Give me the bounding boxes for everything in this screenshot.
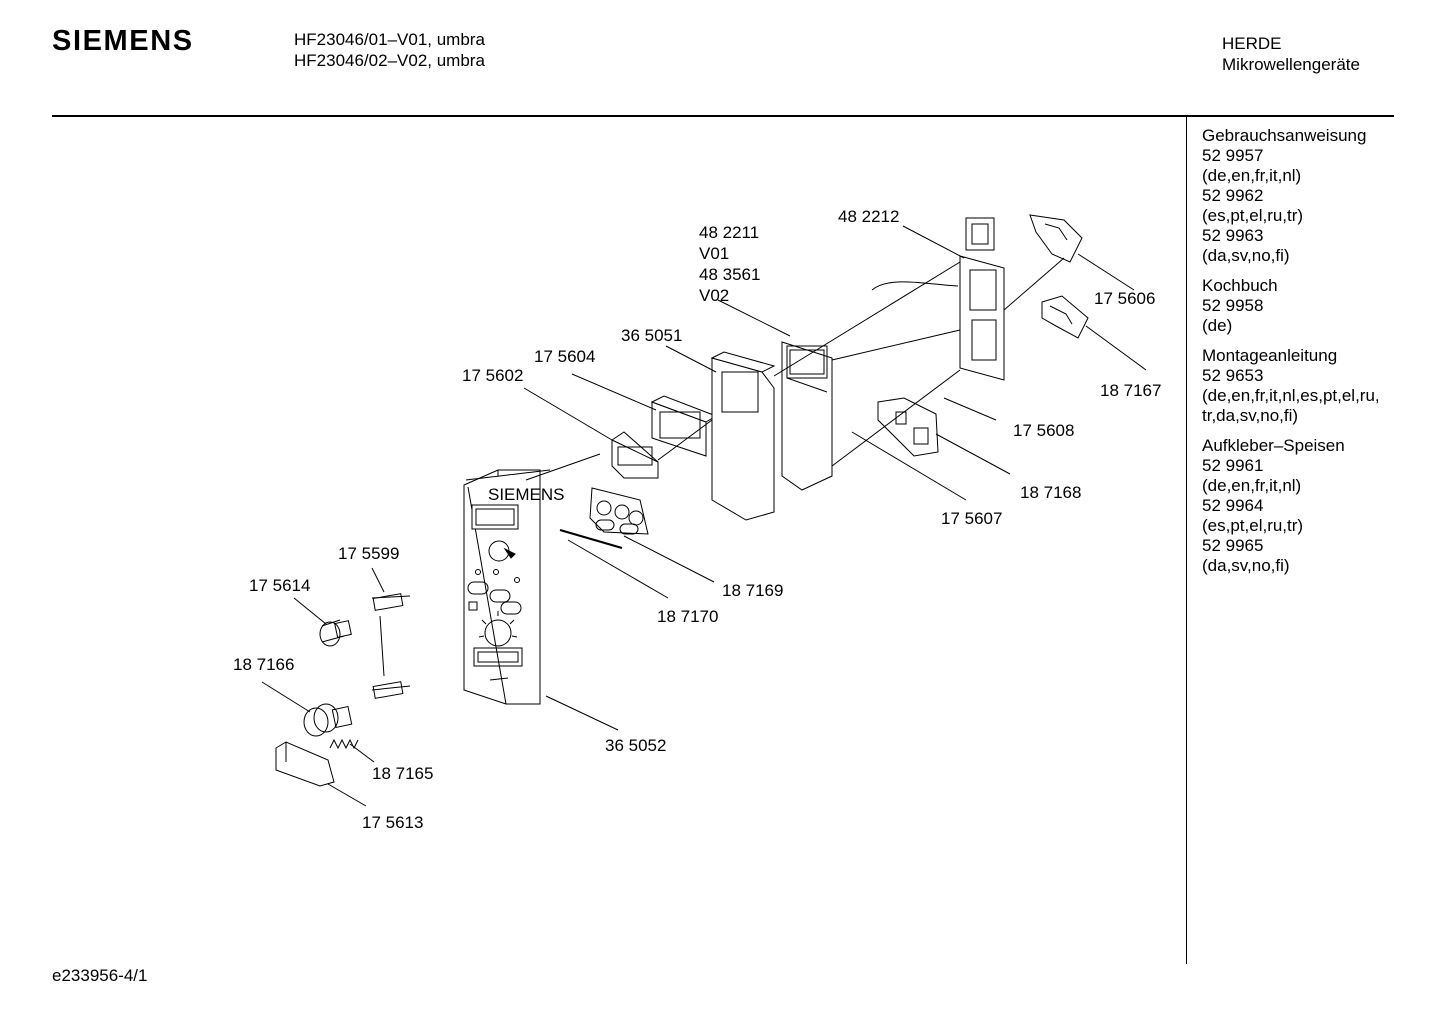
doc-line: 52 9653 <box>1202 366 1264 385</box>
label-18-7169: 18 7169 <box>722 581 783 600</box>
category-line-2: Mikrowellengeräte <box>1222 55 1360 74</box>
power-board <box>959 217 1005 381</box>
control-board <box>781 341 833 491</box>
doc-line: (de,en,fr,it,nl,es,pt,el,ru, <box>1202 386 1380 405</box>
label-48-3561: 48 3561 <box>699 265 760 284</box>
category-line-1: HERDE <box>1222 34 1282 53</box>
knob-cover <box>275 741 335 787</box>
brand-logo: SIEMENS <box>52 25 194 57</box>
model-line-1: HF23046/01–V01, umbra <box>294 30 485 49</box>
power-knob <box>303 703 353 737</box>
part-labels: 48 2211 V01 48 3561 V02 48 2212 36 5051 … <box>233 207 1161 832</box>
display-window <box>611 431 659 479</box>
front-panel <box>463 469 541 705</box>
panel-brand-text: SIEMENS <box>488 485 565 504</box>
doc-group-title: Gebrauchsanweisung <box>1202 126 1367 145</box>
label-18-7170: 18 7170 <box>657 607 718 626</box>
doc-line: 52 9961 <box>1202 456 1264 475</box>
doc-group-gebrauchsanweisung: Gebrauchsanweisung 52 9957 (de,en,fr,it,… <box>1202 126 1380 266</box>
doc-group-kochbuch: Kochbuch 52 9958 (de) <box>1202 276 1380 336</box>
doc-line: 52 9965 <box>1202 536 1264 555</box>
button-module <box>589 487 649 535</box>
exploded-parts-drawing: SIEMENS <box>233 207 1161 832</box>
switch-bracket <box>877 397 939 457</box>
label-36-5051: 36 5051 <box>621 326 682 345</box>
documents-sidebar: Gebrauchsanweisung 52 9957 (de,en,fr,it,… <box>1202 126 1380 586</box>
doc-line: (es,pt,el,ru,tr) <box>1202 206 1304 225</box>
doc-group-title: Kochbuch <box>1202 276 1278 295</box>
label-17-5614: 17 5614 <box>249 576 310 595</box>
label-48-2212: 48 2212 <box>838 207 899 226</box>
doc-group-aufkleber: Aufkleber–Speisen 52 9961 (de,en,fr,it,n… <box>1202 436 1380 576</box>
timer-knob <box>319 619 352 647</box>
spring-strip <box>559 529 623 549</box>
label-17-5599: 17 5599 <box>338 544 399 563</box>
doc-line: 52 9962 <box>1202 186 1264 205</box>
drawing-code: e233956-4/1 <box>52 966 148 985</box>
label-17-5608: 17 5608 <box>1013 421 1074 440</box>
doc-line: (da,sv,no,fi) <box>1202 556 1290 575</box>
label-17-5604: 17 5604 <box>534 347 595 366</box>
label-17-5613: 17 5613 <box>362 813 423 832</box>
label-18-7165: 18 7165 <box>372 764 433 783</box>
doc-group-title: Aufkleber–Speisen <box>1202 436 1345 455</box>
label-18-7166: 18 7166 <box>233 655 294 674</box>
sidebar-divider <box>1186 117 1187 964</box>
doc-line: (de,en,fr,it,nl) <box>1202 166 1302 185</box>
label-48-2211: 48 2211 <box>699 223 759 242</box>
label-17-5606: 17 5606 <box>1094 289 1155 308</box>
doc-line: (da,sv,no,fi) <box>1202 246 1290 265</box>
doc-line: 52 9964 <box>1202 496 1264 515</box>
display-frame <box>650 395 718 457</box>
door-switch-upper <box>1029 214 1083 263</box>
doc-line: 52 9957 <box>1202 146 1264 165</box>
doc-line: tr,da,sv,no,fi) <box>1202 406 1299 425</box>
doc-line: (de,en,fr,it,nl) <box>1202 476 1302 495</box>
label-18-7168: 18 7168 <box>1020 483 1081 502</box>
keypad-carrier <box>710 351 776 521</box>
label-v01: V01 <box>699 244 729 263</box>
model-line-2: HF23046/02–V02, umbra <box>294 51 485 70</box>
label-18-7167: 18 7167 <box>1100 381 1161 400</box>
label-17-5607: 17 5607 <box>941 509 1002 528</box>
header-divider <box>52 115 1394 117</box>
doc-line: (de) <box>1202 316 1233 335</box>
label-17-5602: 17 5602 <box>462 366 523 385</box>
doc-line: (es,pt,el,ru,tr) <box>1202 516 1304 535</box>
doc-group-montageanleitung: Montageanleitung 52 9653 (de,en,fr,it,nl… <box>1202 346 1380 426</box>
shafts <box>371 593 411 699</box>
doc-group-title: Montageanleitung <box>1202 346 1338 365</box>
doc-line: 52 9963 <box>1202 226 1264 245</box>
doc-line: 52 9958 <box>1202 296 1264 315</box>
connector-cable <box>871 281 959 291</box>
door-switch-lower <box>1041 295 1089 339</box>
label-36-5052: 36 5052 <box>605 736 666 755</box>
label-v02: V02 <box>699 286 729 305</box>
